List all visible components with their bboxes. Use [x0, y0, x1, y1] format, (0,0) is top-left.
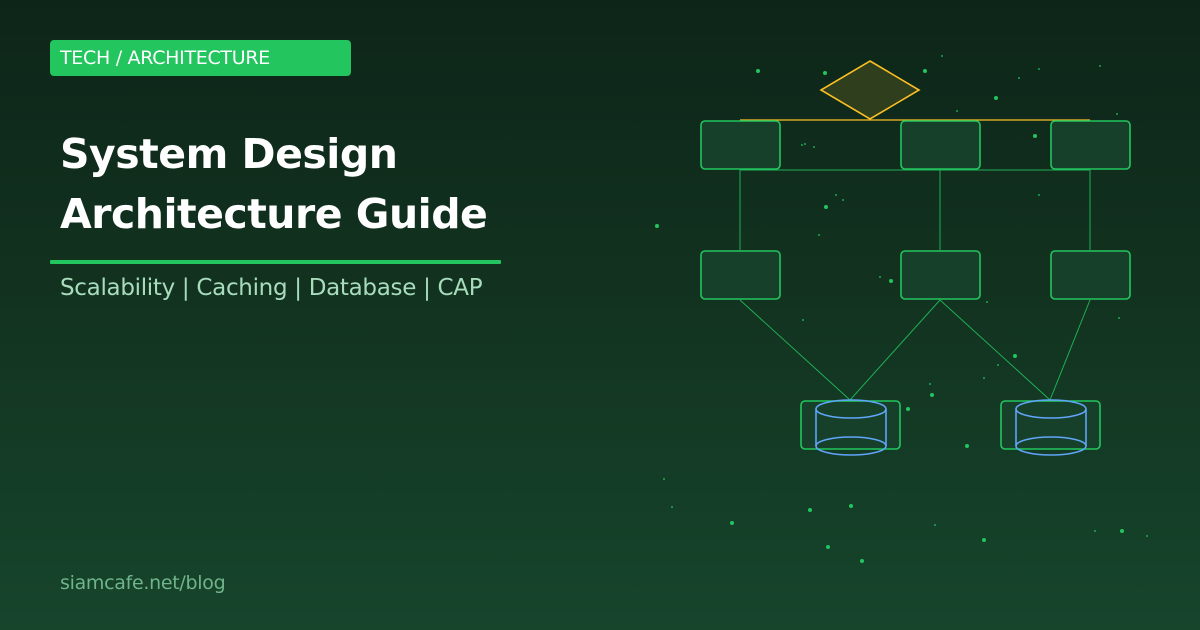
- database-cylinder-icon: [815, 399, 887, 456]
- service-node: [900, 250, 981, 300]
- database-node-2: [1000, 399, 1101, 456]
- database-node-1: [800, 399, 901, 456]
- page-title: System Design Architecture Guide: [60, 124, 488, 244]
- category-badge-label: TECH / ARCHITECTURE: [60, 47, 270, 69]
- service-node: [1050, 250, 1131, 300]
- service-node: [1050, 120, 1131, 170]
- site-url: siamcafe.net/blog: [60, 572, 226, 594]
- decision-diamond-icon: [819, 60, 921, 120]
- category-badge: TECH / ARCHITECTURE: [50, 40, 351, 76]
- service-node: [700, 120, 781, 170]
- service-node: [900, 120, 981, 170]
- title-line-2: Architecture Guide: [60, 190, 488, 238]
- service-nodes-top: [700, 120, 1131, 170]
- title-divider: [50, 260, 501, 264]
- service-node: [700, 250, 781, 300]
- database-cylinder-icon: [1015, 399, 1087, 456]
- topic-tags: Scalability | Caching | Database | CAP: [60, 275, 483, 301]
- title-line-1: System Design: [60, 130, 398, 178]
- service-nodes-middle: [700, 250, 1131, 300]
- connector-lines: [739, 169, 1091, 401]
